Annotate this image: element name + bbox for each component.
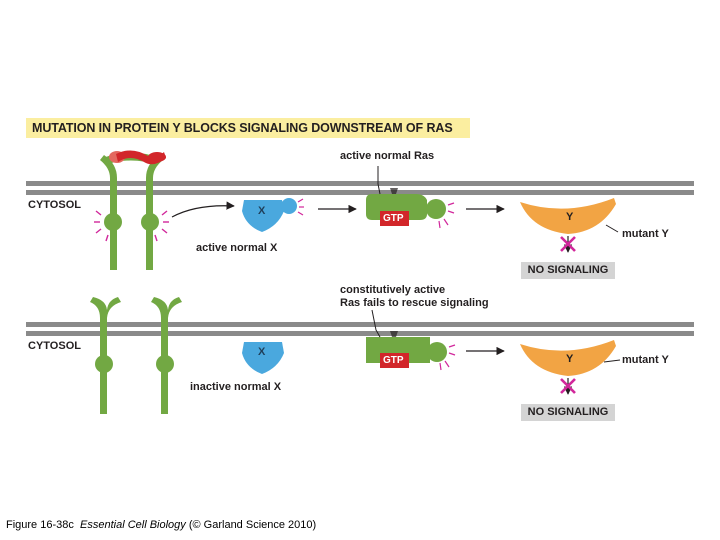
ras-caption-bottom-line2: Ras fails to rescue signaling [340,297,489,309]
phosphorylation-marks-ras-bottom [439,344,456,371]
membrane-top [26,181,694,195]
protein-x-active [242,198,297,232]
pointer-mutant-y-bottom [603,359,621,363]
ras-caption-top: active normal Ras [340,150,435,162]
title-banner: MUTATION IN PROTEIN Y BLOCKS SIGNALING D… [26,118,470,138]
gtp-label-bottom: GTP [383,355,404,366]
phosphorylation-marks-receptor-top [94,210,169,242]
receptor-left-inactive [90,297,121,414]
phosphorylation-marks-x-top [297,198,304,216]
pointer-ras-caption-top [377,166,381,195]
pointer-mutant-y-top [605,224,619,233]
y-label-bottom: Y [566,353,574,365]
arrow-receptor-to-x [171,201,235,218]
blocked-signal-top [560,236,576,253]
diagram-title: MUTATION IN PROTEIN Y BLOCKS SIGNALING D… [32,121,453,135]
cytosol-label-top: CYTOSOL [28,199,81,211]
receptor-right-inactive [151,297,182,414]
membrane-bottom [26,322,694,336]
cytosol-label-bottom: CYTOSOL [28,340,81,352]
ras-active [366,188,446,226]
x-caption-top: active normal X [196,242,278,254]
receptor-dimer-active [100,150,166,270]
no-signaling-text-bottom: NO SIGNALING [527,406,609,418]
ras-caption-bottom-line1: constitutively active [340,284,446,296]
mutant-y-caption-bottom: mutant Y [622,354,669,366]
gtp-label-top: GTP [383,213,404,224]
x-caption-bottom: inactive normal X [190,381,282,393]
mutant-y-caption-top: mutant Y [622,228,669,240]
phosphorylation-marks-ras-top [438,202,455,229]
book-title: Essential Cell Biology [80,519,186,531]
ras-constitutive [366,331,447,368]
protein-y-mutant-bottom [520,340,616,376]
no-signaling-text-top: NO SIGNALING [527,264,609,276]
y-label-top: Y [566,211,574,223]
no-signaling-badge-top: NO SIGNALING [521,262,615,279]
blocked-signal-bottom [560,378,576,395]
protein-y-mutant-top [520,198,616,234]
protein-x-inactive [242,342,284,374]
figure-caption: Figure 16-38c Essential Cell Biology (© … [6,519,316,531]
figure-number: Figure 16-38c [6,519,74,531]
x-label-top: X [258,205,266,217]
x-label-bottom: X [258,346,266,358]
no-signaling-badge-bottom: NO SIGNALING [521,404,615,421]
pointer-ras-caption-bottom [371,309,381,338]
figure-credit: (© Garland Science 2010) [188,519,317,531]
